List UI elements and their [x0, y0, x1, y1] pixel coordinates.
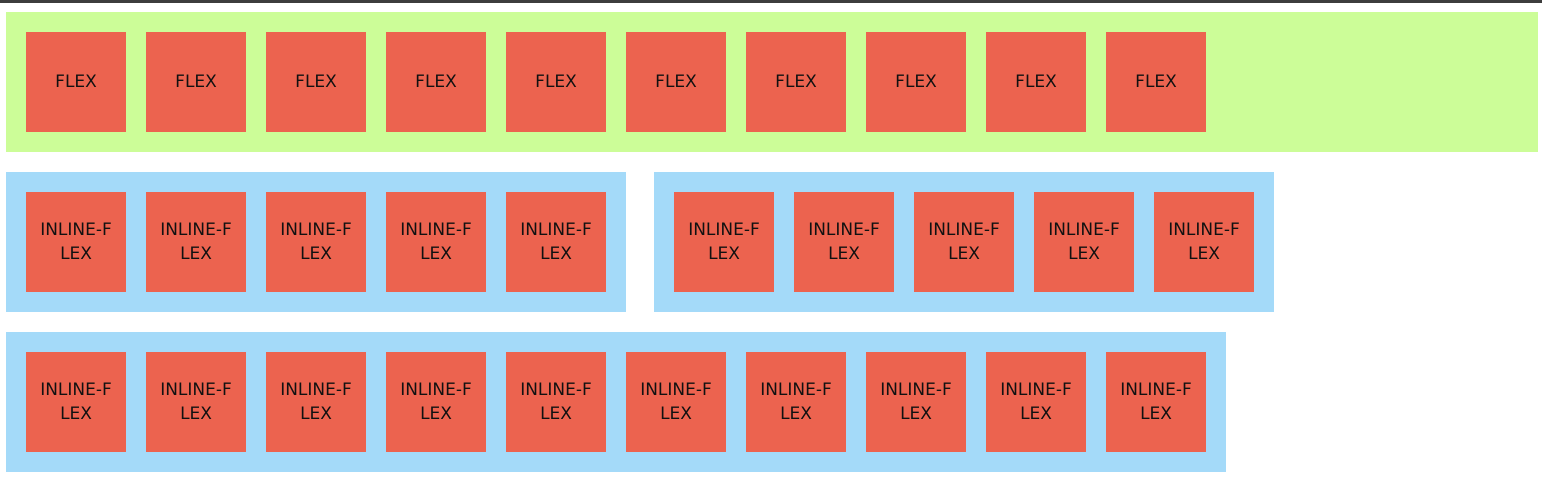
- inline-flex-item: INLINE-FLEX: [506, 192, 606, 292]
- inline-flex-item: INLINE-FLEX: [1106, 352, 1206, 452]
- inline-flex-item: INLINE-FLEX: [914, 192, 1014, 292]
- inline-flex-item: INLINE-FLEX: [674, 192, 774, 292]
- inline-flex-item: INLINE-FLEX: [626, 352, 726, 452]
- flex-item: FLEX: [26, 32, 126, 132]
- inline-flex-item: INLINE-FLEX: [386, 352, 486, 452]
- flex-item: FLEX: [866, 32, 966, 132]
- inline-flex-item: INLINE-FLEX: [1154, 192, 1254, 292]
- inline-flex-item: INLINE-FLEX: [26, 352, 126, 452]
- inline-flex-item: INLINE-FLEX: [266, 352, 366, 452]
- flex-item: FLEX: [386, 32, 486, 132]
- inline-flex-item: INLINE-FLEX: [26, 192, 126, 292]
- inline-flex-row-1: INLINE-FLEX INLINE-FLEX INLINE-FLEX INLI…: [6, 172, 1538, 312]
- inline-flex-item: INLINE-FLEX: [506, 352, 606, 452]
- inline-flex-item: INLINE-FLEX: [746, 352, 846, 452]
- demo-stage: FLEX FLEX FLEX FLEX FLEX FLEX FLEX FLEX …: [6, 12, 1538, 492]
- flex-item: FLEX: [146, 32, 246, 132]
- flex-container: FLEX FLEX FLEX FLEX FLEX FLEX FLEX FLEX …: [6, 12, 1538, 152]
- flex-item: FLEX: [986, 32, 1086, 132]
- flex-item: FLEX: [1106, 32, 1206, 132]
- inline-flex-item: INLINE-FLEX: [866, 352, 966, 452]
- inline-flex-container-c: INLINE-FLEX INLINE-FLEX INLINE-FLEX INLI…: [6, 332, 1226, 472]
- flex-item: FLEX: [506, 32, 606, 132]
- inline-flex-row-2: INLINE-FLEX INLINE-FLEX INLINE-FLEX INLI…: [6, 332, 1538, 472]
- inline-flex-item: INLINE-FLEX: [386, 192, 486, 292]
- inline-flex-item: INLINE-FLEX: [794, 192, 894, 292]
- inline-flex-container-a: INLINE-FLEX INLINE-FLEX INLINE-FLEX INLI…: [6, 172, 626, 312]
- flex-item: FLEX: [266, 32, 366, 132]
- flex-item: FLEX: [626, 32, 726, 132]
- inline-flex-item: INLINE-FLEX: [146, 192, 246, 292]
- inline-flex-container-b: INLINE-FLEX INLINE-FLEX INLINE-FLEX INLI…: [654, 172, 1274, 312]
- inline-flex-item: INLINE-FLEX: [986, 352, 1086, 452]
- inline-flex-item: INLINE-FLEX: [1034, 192, 1134, 292]
- browser-top-edge: [0, 0, 1542, 3]
- inline-flex-item: INLINE-FLEX: [266, 192, 366, 292]
- inline-flex-item: INLINE-FLEX: [146, 352, 246, 452]
- flex-item: FLEX: [746, 32, 846, 132]
